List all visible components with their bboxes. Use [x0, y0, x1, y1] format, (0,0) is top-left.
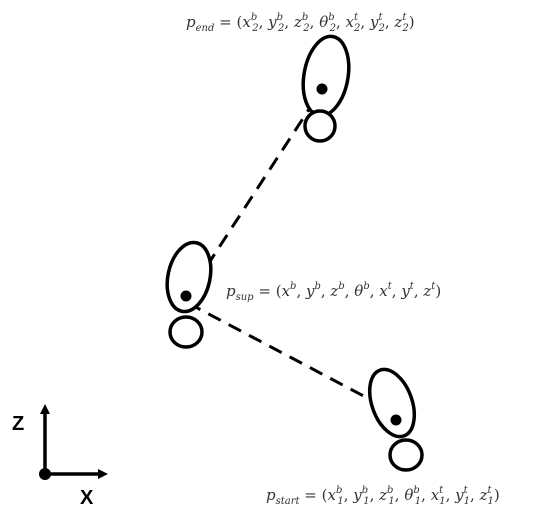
pose-start: [367, 367, 424, 472]
coordinate-axes: Z X: [12, 404, 108, 509]
body-ellipse-start: [367, 367, 417, 439]
x-axis-label: X: [80, 487, 94, 509]
label-p-sup: psup = (xb, yb, zb, θb, xt, yt, zt): [226, 281, 441, 303]
origin-dot: [39, 468, 51, 480]
body-ellipse-sup: [165, 240, 213, 314]
head-circle-sup: [168, 315, 204, 349]
body-ellipse-end: [301, 34, 351, 118]
pose-end: [301, 34, 351, 143]
head-circle-end: [303, 109, 337, 143]
center-dot-end: [316, 83, 328, 95]
dashed-link-sup-to-start: [187, 301, 391, 412]
pose-sup: [165, 240, 213, 349]
center-dot-sup: [180, 290, 192, 302]
head-circle-start: [388, 438, 424, 472]
z-axis-label: Z: [12, 413, 24, 435]
center-dot-start: [390, 414, 402, 426]
